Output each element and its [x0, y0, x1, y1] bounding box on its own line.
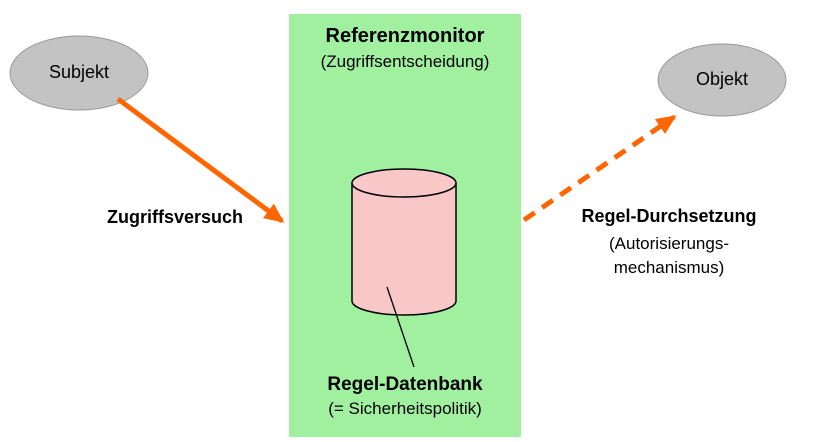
rule-enforcement-label: Regel-Durchsetzung	[581, 206, 757, 226]
database-cylinder-top	[351, 168, 457, 198]
rule-enforcement-subtitle-line2: mechanismus)	[613, 258, 725, 277]
object-label: Objekt	[695, 69, 749, 89]
database-cylinder-body	[351, 183, 457, 316]
access-attempt-arrow	[116, 96, 285, 224]
rule-enforcement-arrow	[522, 114, 677, 223]
monitor-title: Referenzmonitor	[325, 25, 485, 47]
subject-ellipse	[9, 35, 149, 111]
access-attempt-label: Zugriffsversuch	[106, 207, 244, 227]
database-pointer-line	[386, 286, 415, 368]
monitor-subtitle: (Zugriffsentscheidung)	[320, 52, 490, 71]
database-subtitle: (= Sicherheitspolitik)	[328, 399, 482, 418]
subject-label: Subjekt	[48, 62, 110, 82]
rule-enforcement-subtitle-line1: (Autorisierungs-	[609, 234, 729, 253]
database-title: Regel-Datenbank	[327, 374, 483, 395]
object-ellipse	[657, 43, 787, 117]
